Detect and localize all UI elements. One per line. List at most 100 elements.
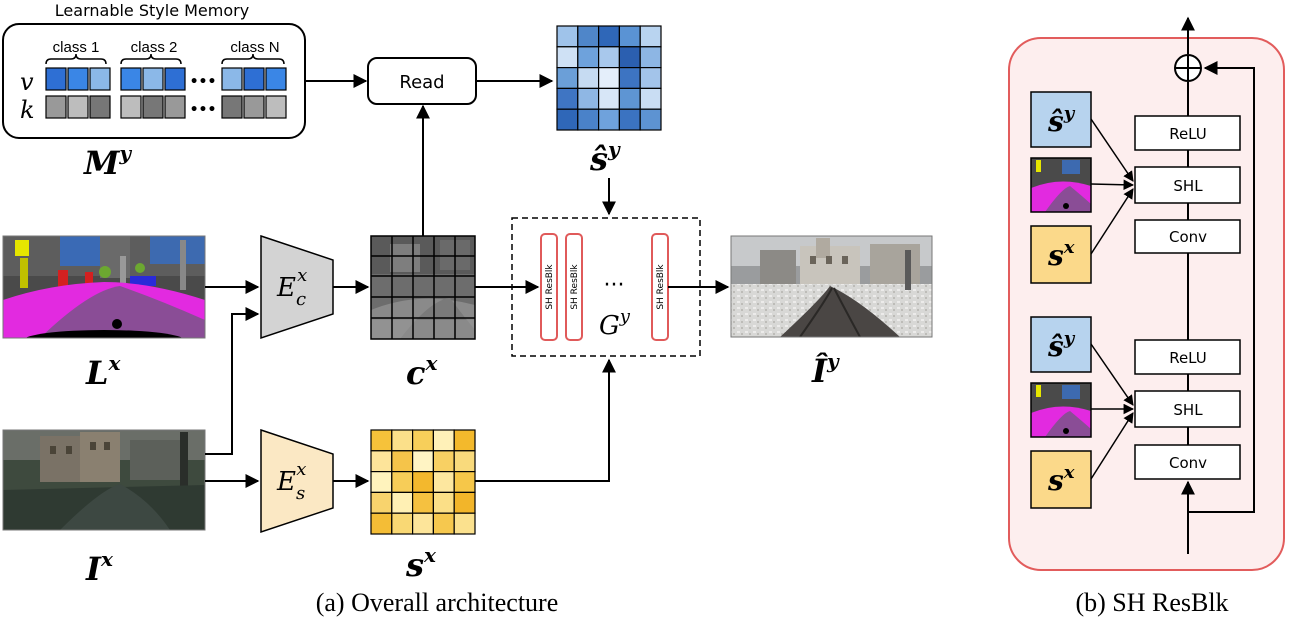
style-code-cell: [597, 46, 620, 69]
style-code-cell: [412, 450, 435, 473]
memory-value-cell: [45, 67, 67, 91]
svg-text:ŝy: ŝy: [1047, 103, 1076, 138]
memory-key-cell: [142, 95, 164, 119]
arrow-style-code-to-generator: [475, 358, 616, 482]
style-code-cell: [556, 87, 579, 110]
resblk-sum-node: [1174, 54, 1202, 82]
style-code-cell: [370, 429, 393, 452]
resblk-shl-box: [1134, 390, 1241, 428]
style-code-cell: [453, 450, 476, 473]
svg-text:sx: sx: [1047, 237, 1075, 272]
style-code-cell: [432, 450, 455, 473]
memory-key-cell: [67, 95, 89, 119]
resblk-style-retrieved-box: [1030, 91, 1092, 148]
memory-key-cell: [45, 95, 67, 119]
style-code-cell: [391, 450, 414, 473]
style-code-cell: [556, 66, 579, 89]
sh-resblk-block: SH ResBlk: [565, 233, 583, 341]
style-code-cell: [556, 108, 579, 131]
style-encoder: [260, 428, 334, 534]
memory-key-cell: [164, 95, 186, 119]
style-code-cell: [597, 25, 620, 48]
label-map-name: Lx: [85, 351, 122, 392]
caption-overall-architecture: (a) Overall architecture: [316, 588, 559, 617]
memory-value-cell: [89, 67, 111, 91]
memory-key-cell: [243, 95, 265, 119]
output-image: [731, 236, 932, 337]
memory-value-cell: [221, 67, 243, 91]
generator-dots: ···: [604, 273, 625, 298]
style-code-cell: [597, 66, 620, 89]
svg-text:SH ResBlk: SH ResBlk: [656, 264, 666, 310]
style-code-cell: [412, 429, 435, 452]
sh-resblk-block: SH ResBlk: [540, 233, 558, 341]
style-code-cell: [639, 66, 662, 89]
style-code-cell: [391, 471, 414, 494]
memory-class-label: class 2: [131, 39, 178, 56]
caption-sh-resblk: (b) SH ResBlk: [1075, 588, 1228, 617]
style-code-cell: [639, 87, 662, 110]
style-code-cell: [577, 66, 600, 89]
svg-text:SHL: SHL: [1173, 401, 1203, 419]
resblk-style-extracted-box: [1030, 450, 1092, 509]
svg-text:sx: sx: [1047, 462, 1075, 497]
style-code-cell: [453, 429, 476, 452]
read-label: Read: [399, 72, 444, 93]
resblk-style-retrieved-box: [1030, 316, 1092, 373]
resblk-relu-box: [1134, 339, 1241, 375]
style-code-cell: [618, 108, 641, 131]
style-code-cell: [370, 491, 393, 514]
style-code-cell: [556, 46, 579, 69]
style-code-name: sx: [405, 543, 437, 584]
resblk-relu-box: [1134, 115, 1241, 151]
s-hat-label: ŝy: [589, 137, 621, 178]
style-code-grid-extracted: [370, 429, 476, 535]
output-image-name: Îy: [811, 349, 840, 390]
style-code-cell: [618, 46, 641, 69]
memory-row-v-label: v: [20, 68, 34, 96]
memory-value-cell: [67, 67, 89, 91]
svg-text:Conv: Conv: [1169, 228, 1207, 246]
style-code-cell: [370, 471, 393, 494]
style-code-cell: [391, 429, 414, 452]
style-code-cell: [639, 46, 662, 69]
style-code-cell: [432, 471, 455, 494]
memory-class-label: class N: [230, 39, 279, 56]
memory-class-label: class 1: [53, 39, 100, 56]
memory-value-cell: [265, 67, 287, 91]
content-encoder-label: Ecx: [276, 265, 307, 310]
style-code-cell: [597, 108, 620, 131]
content-encoder: [260, 234, 334, 340]
svg-text:ReLU: ReLU: [1169, 125, 1207, 143]
style-code-cell: [391, 491, 414, 514]
memory-dots: •••: [190, 102, 217, 118]
resblk-style-extracted-box: [1030, 225, 1092, 284]
input-image-name: Ix: [85, 547, 114, 588]
memory-key-cell: [221, 95, 243, 119]
style-code-cell: [412, 491, 435, 514]
memory-name: My: [83, 141, 132, 182]
memory-row-k-label: k: [20, 96, 35, 124]
style-code-cell: [370, 512, 393, 535]
style-code-cell: [577, 25, 600, 48]
style-code-cell: [639, 108, 662, 131]
resblk-conv-box: [1134, 444, 1241, 480]
svg-text:SH ResBlk: SH ResBlk: [570, 264, 580, 310]
style-code-cell: [577, 46, 600, 69]
svg-text:ŝy: ŝy: [1047, 328, 1076, 363]
memory-title: Learnable Style Memory: [55, 1, 249, 20]
style-code-cell: [639, 25, 662, 48]
generator-label: Gy: [599, 306, 631, 341]
memory-value-cell: [164, 67, 186, 91]
style-code-cell: [453, 471, 476, 494]
svg-text:SHL: SHL: [1173, 177, 1203, 195]
style-code-cell: [618, 87, 641, 110]
memory-value-cell: [243, 67, 265, 91]
style-code-cell: [432, 429, 455, 452]
input-image: [3, 430, 205, 530]
label-map-image: [3, 236, 205, 338]
memory-key-cell: [120, 95, 142, 119]
arrow-image-to-content-encoder: [205, 307, 260, 455]
style-code-cell: [577, 108, 600, 131]
